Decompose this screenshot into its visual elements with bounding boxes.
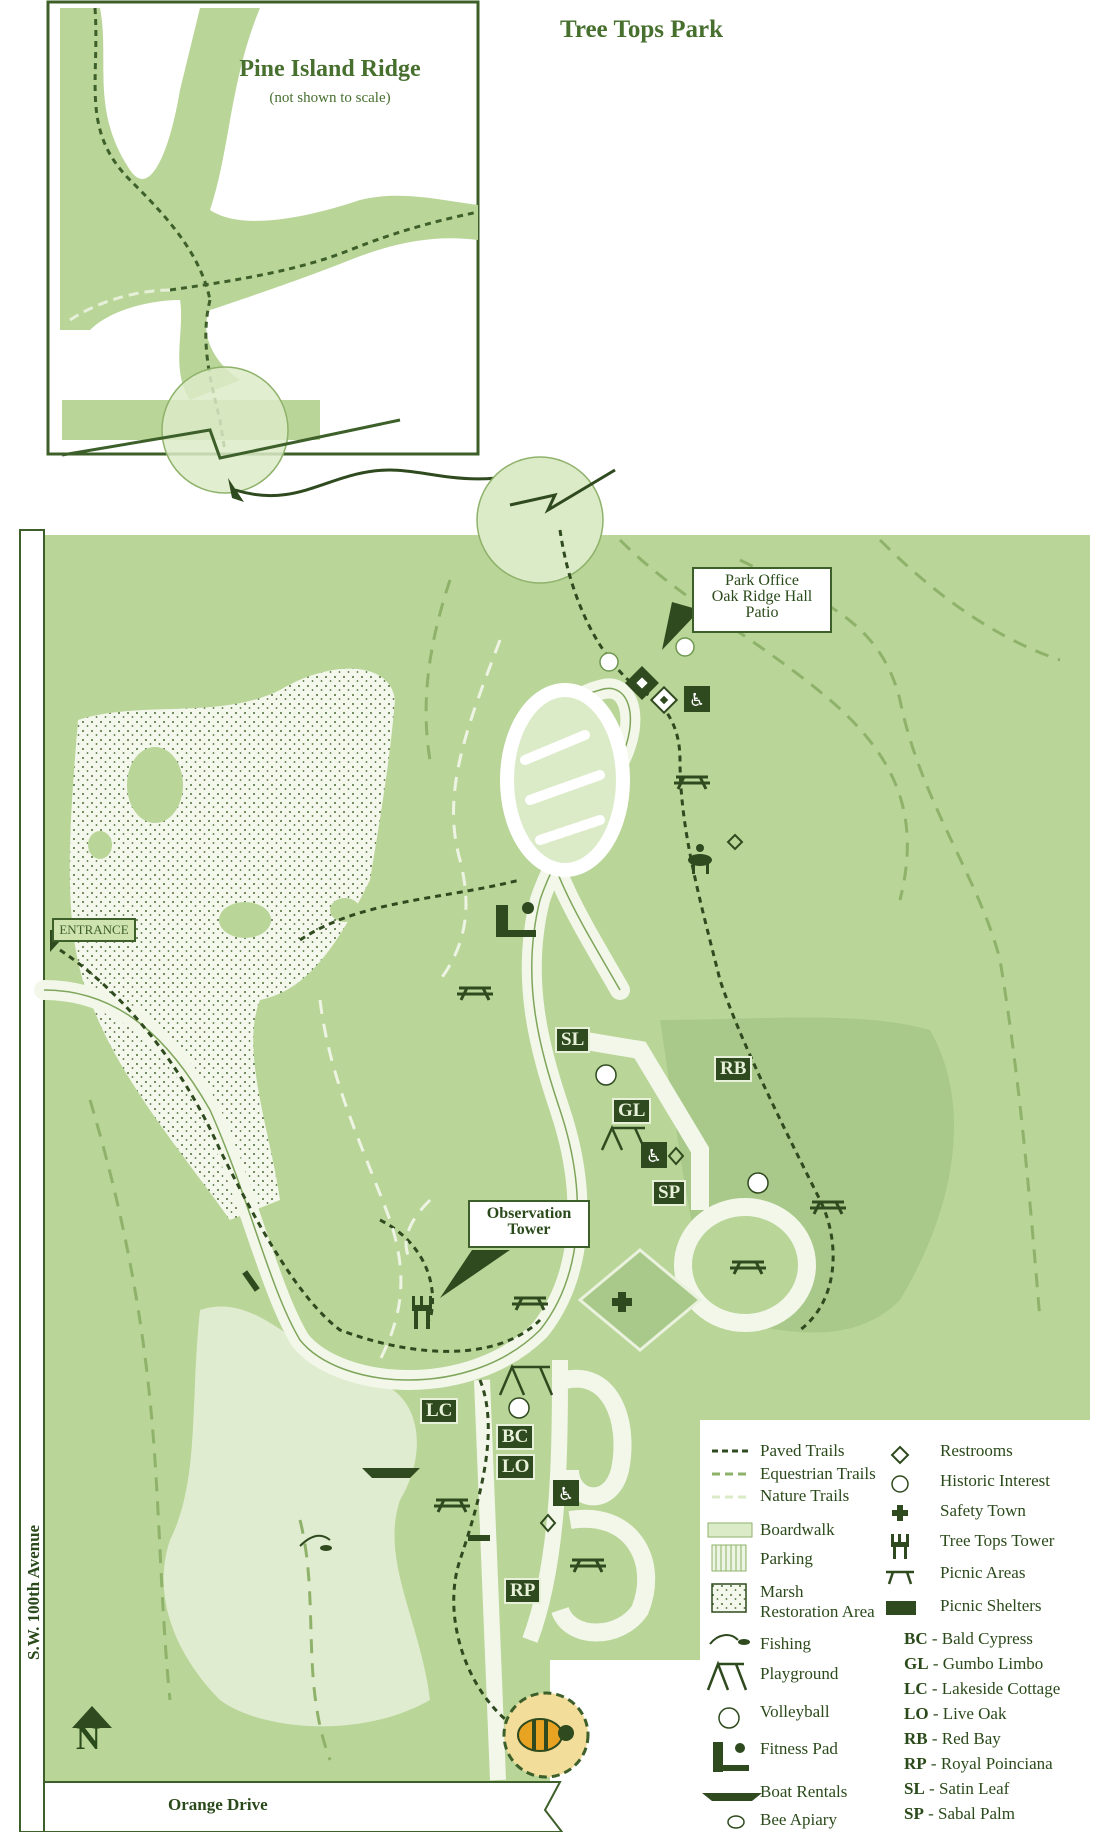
abbr-name: - Lakeside Cottage xyxy=(931,1679,1061,1698)
oak-ridge-hall-line: Oak Ridge Hall xyxy=(711,588,813,605)
legend-nature-trails: Nature Trails xyxy=(760,1486,850,1505)
legend-fishing: Fishing xyxy=(760,1634,812,1653)
svg-text:♿: ♿ xyxy=(689,690,705,711)
legend-picnic-shelters: Picnic Shelters xyxy=(940,1596,1042,1615)
observation-tower-label: Observation Tower xyxy=(468,1200,590,1248)
park-office-label: Park Office Oak Ridge Hall Patio xyxy=(692,567,832,633)
abbr-code: LO xyxy=(904,1704,929,1723)
legend-playground: Playground xyxy=(760,1664,839,1683)
legend-boardwalk: Boardwalk xyxy=(760,1520,835,1539)
legend-abbr-bc: BC - Bald Cypress xyxy=(904,1629,1033,1649)
abbr-name: - Live Oak xyxy=(932,1704,1007,1723)
area-code-sl: SL xyxy=(555,1027,591,1053)
abbr-name: - Sabal Palm xyxy=(928,1804,1015,1823)
svg-text:♿: ♿ xyxy=(558,1484,574,1505)
abbr-code: SL xyxy=(904,1779,925,1798)
abbr-code: SP xyxy=(904,1804,924,1823)
legend-symbols xyxy=(702,1445,916,1829)
legend-volleyball: Volleyball xyxy=(760,1702,830,1721)
legend-bee-apiary: Bee Apiary xyxy=(760,1810,837,1829)
legend-picnic-areas: Picnic Areas xyxy=(940,1563,1026,1582)
entrance-label: ENTRANCE xyxy=(52,918,136,942)
area-code-rp: RP xyxy=(504,1578,542,1604)
inset-map xyxy=(46,0,480,494)
legend-abbr-rp: RP - Royal Poinciana xyxy=(904,1754,1053,1774)
legend-abbr-sl: SL - Satin Leaf xyxy=(904,1779,1009,1799)
legend-abbr-lo: LO - Live Oak xyxy=(904,1704,1006,1724)
legend-equestrian-trails: Equestrian Trails xyxy=(760,1464,876,1483)
abbr-name: - Satin Leaf xyxy=(929,1779,1010,1798)
legend-abbr-lc: LC - Lakeside Cottage xyxy=(904,1679,1060,1699)
patio-line: Patio xyxy=(745,604,779,621)
legend-marsh: Marsh xyxy=(760,1582,804,1601)
abbr-name: - Red Bay xyxy=(931,1729,1001,1748)
area-code-lc: LC xyxy=(420,1398,459,1424)
abbr-code: GL xyxy=(904,1654,929,1673)
north-label: N xyxy=(76,1720,101,1757)
abbr-name: - Bald Cypress xyxy=(931,1629,1033,1648)
abbr-code: LC xyxy=(904,1679,928,1698)
abbr-code: BC xyxy=(904,1629,928,1648)
area-code-sp: SP xyxy=(652,1180,687,1206)
legend-parking: Parking xyxy=(760,1549,813,1568)
abbr-name: - Royal Poinciana xyxy=(930,1754,1053,1773)
area-code-rb: RB xyxy=(714,1056,753,1082)
area-code-gl: GL xyxy=(612,1098,652,1124)
abbr-name: - Gumbo Limbo xyxy=(932,1654,1044,1673)
legend-safety-town: Safety Town xyxy=(940,1501,1026,1520)
legend: Paved Trails Equestrian Trails Nature Tr… xyxy=(700,1441,1098,1832)
legend-restrooms: Restrooms xyxy=(940,1441,1013,1460)
area-code-lo: LO xyxy=(496,1454,536,1480)
abbr-code: RP xyxy=(904,1754,927,1773)
abbr-code: RB xyxy=(904,1729,928,1748)
road-sw-100th-avenue: S.W. 100th Avenue xyxy=(24,1524,43,1660)
tower-line: Tower xyxy=(507,1221,551,1238)
legend-boat-rentals: Boat Rentals xyxy=(760,1782,848,1801)
legend-abbr-rb: RB - Red Bay xyxy=(904,1729,1001,1749)
legend-paved-trails: Paved Trails xyxy=(760,1441,845,1460)
svg-text:♿: ♿ xyxy=(646,1146,662,1167)
legend-historic-interest: Historic Interest xyxy=(940,1471,1050,1490)
park-office-line: Park Office xyxy=(725,572,799,589)
inset-title: Pine Island Ridge xyxy=(239,56,421,82)
map-title: Tree Tops Park xyxy=(560,16,723,43)
inset-subtitle: (not shown to scale) xyxy=(269,90,391,106)
legend-tree-tops-tower: Tree Tops Tower xyxy=(940,1531,1055,1550)
area-code-bc: BC xyxy=(496,1424,535,1450)
road-orange-drive: Orange Drive xyxy=(168,1795,268,1814)
legend-restoration-area: Restoration Area xyxy=(760,1602,875,1621)
legend-abbr-gl: GL - Gumbo Limbo xyxy=(904,1654,1043,1674)
observation-line: Observation xyxy=(486,1205,572,1222)
legend-abbr-sp: SP - Sabal Palm xyxy=(904,1804,1015,1824)
legend-fitness-pad: Fitness Pad xyxy=(760,1739,838,1758)
